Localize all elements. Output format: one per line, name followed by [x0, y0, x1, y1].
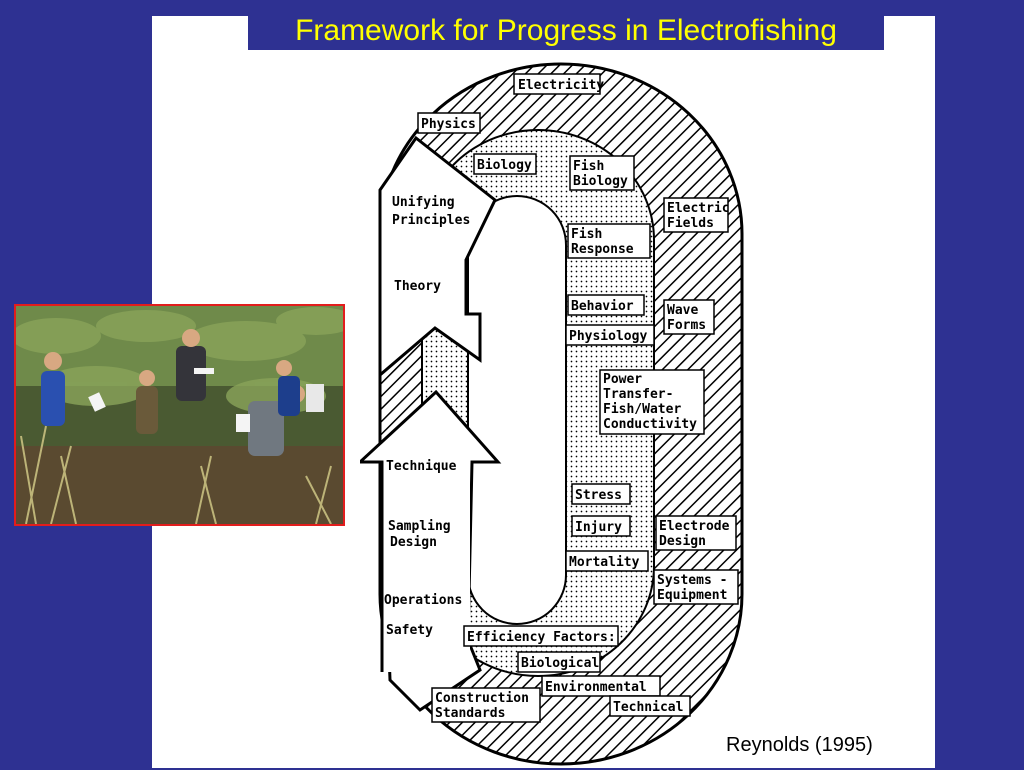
label-biological: Biological: [521, 656, 599, 671]
inner-core: [467, 195, 567, 625]
label-unifying: Unifying: [392, 195, 455, 210]
label-mortality: Mortality: [569, 555, 640, 570]
label-wave-forms-1: Wave: [667, 303, 698, 318]
photo-illustration: [16, 306, 343, 524]
label-efficiency-factors: Efficiency Factors:: [467, 630, 616, 645]
theory-arrow: [378, 135, 497, 379]
outer-labels: Electricity Physics Electric Fields Wave…: [417, 73, 739, 723]
label-stress: Stress: [575, 488, 622, 503]
label-safety: Safety: [386, 623, 433, 638]
label-systems-equipment-2: Equipment: [657, 588, 727, 603]
label-electric-fields-1: Electric: [667, 201, 730, 216]
label-technical: Technical: [613, 700, 683, 715]
label-design: Design: [390, 535, 437, 550]
label-fish-biology-1: Fish: [573, 159, 604, 174]
label-electrode-design-2: Design: [659, 534, 706, 549]
label-injury: Injury: [575, 520, 622, 535]
label-operations: Operations: [384, 593, 462, 608]
label-principles: Principles: [392, 213, 470, 228]
electrofishing-framework-diagram: Electricity Physics Electric Fields Wave…: [360, 62, 744, 766]
field-crew-photo: [14, 304, 345, 526]
label-technique: Technique: [386, 459, 457, 474]
label-systems-equipment-1: Systems -: [657, 573, 727, 588]
label-power-transfer-3: Fish/Water: [603, 402, 681, 417]
label-power-transfer-2: Transfer-: [603, 387, 673, 402]
label-physiology: Physiology: [569, 329, 647, 344]
label-wave-forms-2: Forms: [667, 318, 706, 333]
label-sampling: Sampling: [388, 519, 451, 534]
arrow-labels: Unifying Principles Theory Technique Sam…: [384, 195, 470, 638]
label-physics: Physics: [421, 117, 476, 132]
label-environmental: Environmental: [545, 680, 647, 695]
label-electrode-design-1: Electrode: [659, 519, 730, 534]
middle-labels: Biology Fish Biology Fish Response Behav…: [463, 153, 655, 673]
slide-title: Framework for Progress in Electrofishing: [248, 12, 884, 50]
label-construction-standards-1: Construction: [435, 691, 529, 706]
label-fish-response-2: Response: [571, 242, 634, 257]
label-power-transfer-4: Conductivity: [603, 417, 697, 432]
label-biology: Biology: [477, 158, 532, 173]
label-behavior: Behavior: [571, 299, 634, 314]
label-power-transfer-1: Power: [603, 372, 642, 387]
label-theory: Theory: [394, 279, 441, 294]
label-construction-standards-2: Standards: [435, 706, 505, 721]
label-electricity: Electricity: [518, 78, 604, 93]
label-electric-fields-2: Fields: [667, 216, 714, 231]
label-fish-biology-2: Biology: [573, 174, 628, 189]
citation: Reynolds (1995): [726, 734, 873, 756]
label-fish-response-1: Fish: [571, 227, 602, 242]
